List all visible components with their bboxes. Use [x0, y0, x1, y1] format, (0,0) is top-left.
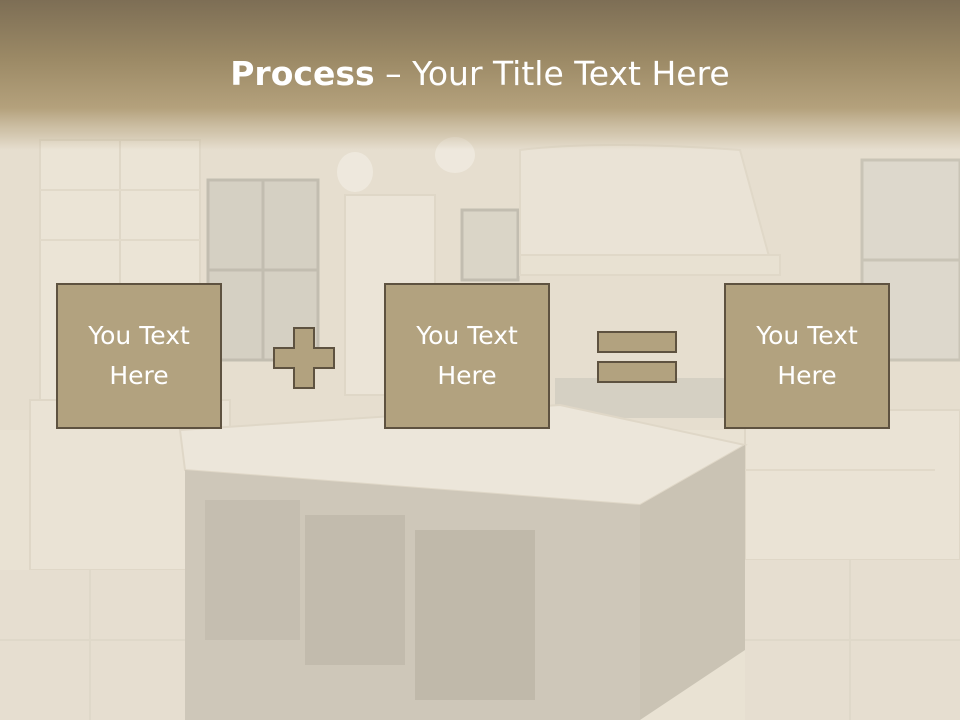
process-box-1: You Text Here [56, 283, 222, 429]
process-box-2-text: You Text Here [416, 321, 518, 390]
process-box-3: You Text Here [724, 283, 890, 429]
equals-icon [597, 331, 677, 383]
plus-icon [273, 327, 335, 389]
process-box-1-text: You Text Here [88, 321, 190, 390]
process-box-3-text: You Text Here [756, 321, 858, 390]
title-band [0, 0, 960, 150]
title-text: – Your Title Text Here [374, 54, 730, 93]
title-bold-text: Process [230, 54, 375, 93]
process-box-2: You Text Here [384, 283, 550, 429]
slide-title: Process – Your Title Text Here [0, 52, 960, 96]
